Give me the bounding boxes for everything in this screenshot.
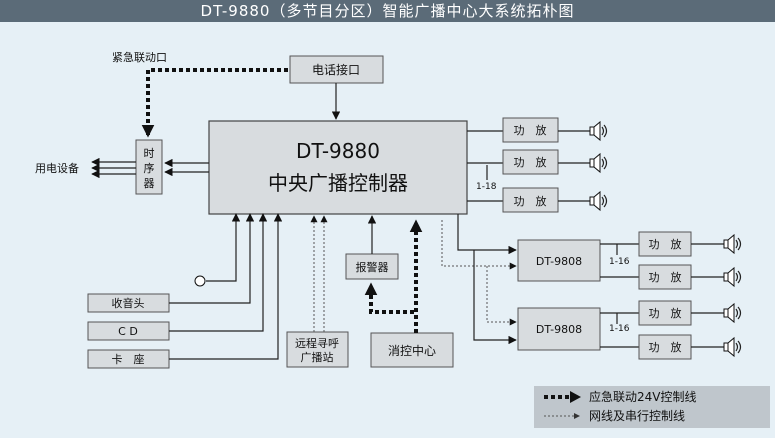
amp-label-3: 功 放 — [514, 194, 547, 208]
legend: 应急联动24V控制线 网线及串行控制线 — [534, 386, 770, 428]
amp-box-2 — [502, 149, 559, 175]
amp-label-1: 功 放 — [514, 123, 547, 137]
amp-box-6 — [638, 300, 692, 326]
sequencer-char-2: 序 — [144, 161, 155, 175]
input-sources: 收音头 C D 卡 座 — [87, 213, 283, 369]
range-label-1-18: 1-18 — [476, 182, 497, 192]
legend-network-label: 网线及串行控制线 — [589, 409, 685, 423]
diagram-title: DT-9880（多节目分区）智能广播中心大系统拓朴图 — [0, 0, 775, 22]
dt9808-unit-2: DT-9808 — [517, 307, 601, 351]
amp-label-6: 功 放 — [649, 306, 682, 320]
amp-group-bottom: 功 放 功 放 1-16 — [600, 300, 742, 360]
sequencer-char-3: 器 — [144, 177, 155, 190]
speaker-icon — [723, 302, 742, 324]
speaker-icon — [723, 336, 742, 358]
fire-control-center: 消控中心 — [370, 332, 454, 368]
remote-paging-line-2: 广播站 — [301, 350, 334, 364]
amp-label-2: 功 放 — [514, 155, 547, 169]
cd-label: C D — [118, 325, 138, 338]
sequencer: 时 序 器 — [135, 139, 163, 195]
legend-emergency-label: 应急联动24V控制线 — [589, 389, 696, 404]
emergency-port-label: 紧急联动口 — [112, 50, 167, 64]
amp-box-7 — [638, 334, 692, 360]
network-line-to-dt9808-2 — [486, 266, 517, 326]
speaker-icon — [723, 233, 742, 255]
amp-box-3 — [502, 187, 559, 213]
card-seat-to-controller-line — [169, 213, 283, 360]
radio-head-label: 收音头 — [112, 296, 145, 310]
controller-to-dt9808-1-line — [457, 214, 517, 255]
speaker-icon — [589, 190, 608, 212]
card-seat-label: 卡 座 — [112, 352, 145, 366]
amp-box-1 — [502, 117, 559, 143]
remote-paging-station: 远程寻呼 广播站 — [286, 331, 349, 368]
amp-label-5: 功 放 — [649, 270, 682, 284]
speaker-icon — [589, 152, 608, 174]
sequencer-char-1: 时 — [144, 147, 155, 160]
phone-interface: 电话接口 — [289, 55, 384, 84]
speaker-icon — [723, 266, 742, 288]
phone-interface-label: 电话接口 — [312, 62, 360, 77]
legend-thin-arrow-icon — [574, 413, 580, 419]
remote-paging-line-1: 远程寻呼 — [295, 337, 339, 350]
range-label-1-16-a: 1-16 — [609, 257, 630, 267]
amp-label-4: 功 放 — [649, 237, 682, 251]
main-controller: DT-9880 中央广播控制器 — [208, 120, 468, 215]
fire-to-alarm-emergency-line — [364, 282, 414, 314]
alarm-label: 报警器 — [356, 260, 389, 274]
legend-thick-arrow-icon — [570, 391, 581, 403]
amp-box-5 — [638, 264, 692, 290]
main-controller-name: 中央广播控制器 — [268, 171, 408, 195]
amp-label-7: 功 放 — [649, 340, 682, 354]
alarm: 报警器 — [345, 253, 399, 280]
power-equipment-label: 用电设备 — [35, 161, 79, 175]
controller-to-dt9808-2-line — [473, 250, 517, 345]
fire-control-label: 消控中心 — [388, 343, 436, 358]
radio-to-controller-line — [169, 213, 255, 304]
emergency-line-to-sequencer — [141, 68, 288, 138]
mic-to-controller-line — [206, 213, 241, 282]
amp-group-top: 功 放 功 放 功 放 1-18 — [467, 117, 608, 213]
dt9808-label-2: DT-9808 — [536, 323, 582, 336]
dt9808-label-1: DT-9808 — [536, 255, 582, 268]
range-label-1-16-b: 1-16 — [609, 324, 630, 334]
dt9808-unit-1: DT-9808 — [517, 239, 601, 282]
cd-to-controller-line — [169, 213, 268, 332]
amp-group-mid: 功 放 功 放 1-16 — [600, 231, 742, 290]
speaker-icon — [589, 120, 608, 142]
network-line-to-dt9808-1 — [441, 220, 517, 270]
microphone-icon — [194, 275, 206, 287]
main-controller-model: DT-9880 — [296, 139, 380, 163]
